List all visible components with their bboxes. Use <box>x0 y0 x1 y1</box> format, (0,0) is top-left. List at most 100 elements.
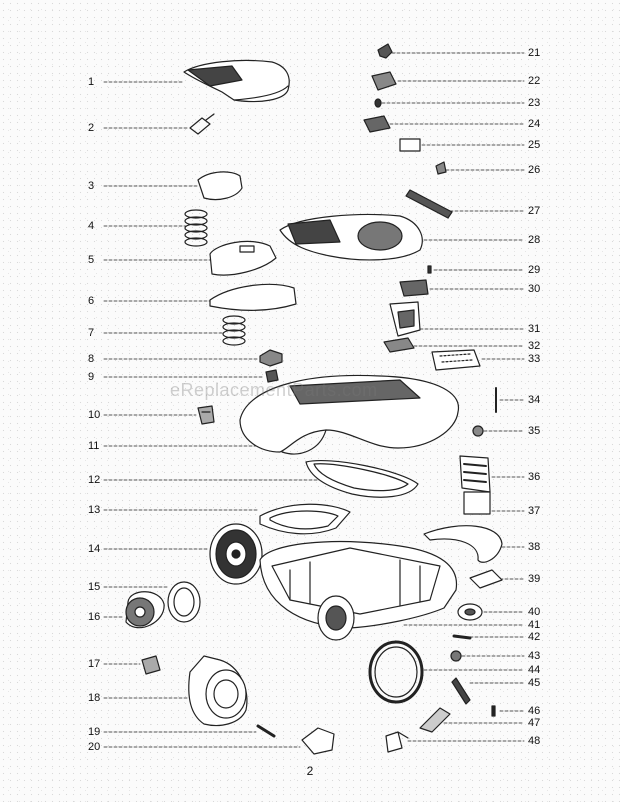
callout-39: 39 <box>528 573 541 585</box>
part-13-filter-frame <box>259 503 351 535</box>
right-leader-lines <box>381 52 525 742</box>
part-31-filter-holder <box>389 301 421 337</box>
callout-30: 30 <box>528 283 541 295</box>
callout-23: 23 <box>528 97 541 109</box>
left-leader-lines <box>103 81 331 748</box>
part-41-bottom-housing <box>259 540 458 641</box>
part-35-cap <box>472 425 484 437</box>
callout-15: 15 <box>88 581 101 593</box>
part-26-small-piece <box>435 161 447 175</box>
callout-32: 32 <box>528 340 541 352</box>
callout-36: 36 <box>528 471 541 483</box>
callout-27: 27 <box>528 205 541 217</box>
part-19-pin <box>256 724 276 738</box>
part-22-block <box>371 71 397 91</box>
part-46-screw <box>491 705 496 717</box>
part-29-screw <box>427 265 432 274</box>
part-20-bracket <box>301 727 335 755</box>
callout-6: 6 <box>88 295 95 307</box>
part-24-latch <box>363 115 391 133</box>
part-36-grille <box>459 455 491 493</box>
part-16-motor-mount <box>125 591 165 629</box>
callout-46: 46 <box>528 705 541 717</box>
callout-21: 21 <box>528 47 541 59</box>
callout-37: 37 <box>528 505 541 517</box>
part-23-screw <box>374 98 382 108</box>
part-3-button <box>197 171 243 201</box>
callout-33: 33 <box>528 353 541 365</box>
callout-18: 18 <box>88 692 101 704</box>
part-9-knob <box>265 369 279 383</box>
callout-2: 2 <box>88 122 95 134</box>
part-27-bristle-strip <box>405 189 453 219</box>
part-43-knob <box>450 650 462 662</box>
part-39-bracket <box>469 569 503 589</box>
callout-12: 12 <box>88 474 101 486</box>
part-4-spring <box>184 209 208 247</box>
callout-26: 26 <box>528 164 541 176</box>
callout-28: 28 <box>528 234 541 246</box>
callout-9: 9 <box>88 371 95 383</box>
part-7-spring <box>222 315 246 346</box>
part-6-cover-plate <box>209 283 297 311</box>
callout-10: 10 <box>88 409 101 421</box>
part-1-handle-cover <box>183 59 290 103</box>
part-8-switch <box>259 349 283 367</box>
callout-22: 22 <box>528 75 541 87</box>
callout-1: 1 <box>88 76 95 88</box>
callout-3: 3 <box>88 180 95 192</box>
part-5-latch-cover <box>209 240 277 276</box>
part-10-clip <box>197 405 215 425</box>
part-14-wheel <box>209 523 263 585</box>
part-17-bushing <box>141 655 161 675</box>
part-2-clip <box>189 113 215 135</box>
callout-13: 13 <box>88 504 101 516</box>
callout-48: 48 <box>528 735 541 747</box>
part-33-filter <box>431 349 481 371</box>
callout-24: 24 <box>528 118 541 130</box>
callout-35: 35 <box>528 425 541 437</box>
callout-29: 29 <box>528 264 541 276</box>
part-28-top-cover <box>279 213 423 261</box>
callout-44: 44 <box>528 664 541 676</box>
part-18-motor <box>188 655 248 727</box>
callout-40: 40 <box>528 606 541 618</box>
part-45-lever <box>451 677 471 705</box>
part-40-wheel <box>457 603 483 621</box>
callout-5: 5 <box>88 254 95 266</box>
part-38-bumper <box>423 525 503 563</box>
part-25-label-plate <box>399 138 421 152</box>
part-32-gasket <box>383 337 415 353</box>
callout-42: 42 <box>528 631 541 643</box>
callout-20: 20 <box>88 741 101 753</box>
callout-47: 47 <box>528 717 541 729</box>
part-37-pad <box>463 491 491 515</box>
part-44-belt <box>368 640 424 704</box>
callout-8: 8 <box>88 353 95 365</box>
callout-45: 45 <box>528 677 541 689</box>
page-number: 2 <box>306 764 314 778</box>
part-21-clip <box>377 43 393 59</box>
watermark: eReplacementParts.com <box>170 380 378 400</box>
callout-4: 4 <box>88 220 95 232</box>
callout-41: 41 <box>528 619 541 631</box>
callout-17: 17 <box>88 658 101 670</box>
callout-38: 38 <box>528 541 541 553</box>
callout-43: 43 <box>528 650 541 662</box>
part-47-handle <box>419 707 451 733</box>
part-15-motor-seal <box>167 581 201 623</box>
callout-16: 16 <box>88 611 101 623</box>
callout-19: 19 <box>88 726 101 738</box>
callout-11: 11 <box>88 440 100 452</box>
callout-31: 31 <box>528 323 541 335</box>
callout-25: 25 <box>528 139 541 151</box>
callout-34: 34 <box>528 394 541 406</box>
part-48-bracket <box>385 731 409 753</box>
part-30-plate <box>399 279 429 297</box>
part-12-gasket <box>305 459 419 498</box>
callout-14: 14 <box>88 543 101 555</box>
part-11-upper-housing <box>239 374 460 455</box>
part-42-pin <box>452 634 472 640</box>
